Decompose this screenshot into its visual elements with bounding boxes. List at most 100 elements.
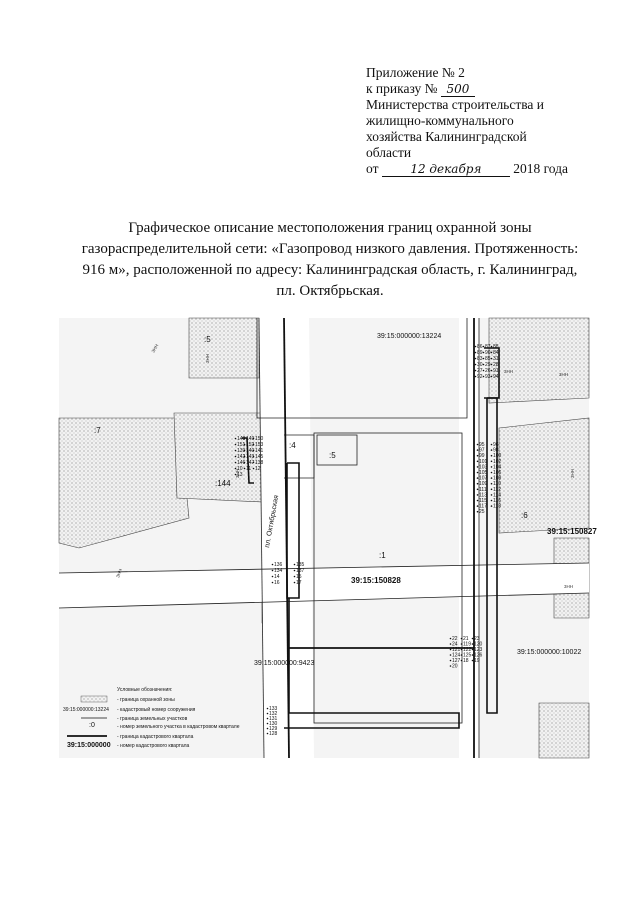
point-number: 147 xyxy=(246,460,255,466)
point-marker xyxy=(471,648,474,651)
point-number: 132 xyxy=(269,711,278,717)
point-marker xyxy=(476,505,479,507)
header-line-appendix: Приложение № 2 xyxy=(366,65,465,80)
zone-left-bottom xyxy=(284,598,460,729)
point-marker xyxy=(474,363,477,366)
point-marker xyxy=(266,712,269,715)
point-marker xyxy=(449,648,452,651)
parcel-boundaries xyxy=(58,317,590,759)
point-marker xyxy=(471,643,474,645)
point-marker xyxy=(293,581,296,584)
point-marker xyxy=(234,455,237,458)
point-number: 87 xyxy=(485,344,491,350)
building-label: 3НН xyxy=(564,584,573,589)
road-edge-top xyxy=(58,562,590,574)
point-marker xyxy=(490,477,493,479)
point-marker xyxy=(476,482,479,485)
point-number: 151 xyxy=(237,442,246,448)
building-label: 3НН xyxy=(559,372,568,377)
point-number: 96 xyxy=(493,442,499,448)
point-number: 100 xyxy=(493,453,502,459)
point-marker xyxy=(460,659,463,662)
point-number: 130 xyxy=(269,721,278,727)
point-number: 120 xyxy=(474,642,483,648)
point-number: 12 xyxy=(255,466,261,472)
label-10022: 39:15:000000:10022 xyxy=(517,649,581,656)
point-marker xyxy=(490,345,493,348)
point-marker xyxy=(490,460,493,463)
parcel-label-144: :144 xyxy=(215,479,231,488)
point-marker xyxy=(234,473,237,476)
point-number: 105 xyxy=(479,470,488,476)
point-marker xyxy=(234,467,237,470)
point-marker xyxy=(271,575,274,578)
point-marker xyxy=(460,637,463,640)
point-marker xyxy=(252,449,255,452)
parcel-label-5a: :5 xyxy=(204,335,211,344)
point-number: 28 xyxy=(493,362,499,368)
label-150828: 39:15:150828 xyxy=(351,576,401,585)
point-number: 23 xyxy=(474,636,480,642)
point-number: 83 xyxy=(477,356,483,362)
point-number: 110 xyxy=(493,481,501,487)
point-marker xyxy=(234,437,237,440)
zone-right-long xyxy=(486,397,498,714)
point-number: 121 xyxy=(452,647,461,653)
point-number: 146 xyxy=(237,460,246,466)
point-marker xyxy=(471,654,474,656)
point-marker xyxy=(490,357,493,360)
point-marker xyxy=(482,375,485,378)
point-marker xyxy=(234,449,237,452)
parcel-13224-boundary xyxy=(256,318,468,419)
point-marker xyxy=(490,351,493,354)
point-number: 18 xyxy=(463,658,469,664)
point-marker xyxy=(266,727,269,730)
point-number: 97 xyxy=(479,448,485,454)
point-marker xyxy=(449,659,452,662)
point-marker xyxy=(476,510,479,513)
point-marker xyxy=(243,467,246,470)
point-marker xyxy=(474,345,477,348)
point-number: 111 xyxy=(479,487,487,493)
header-line-order: к приказу № 500 xyxy=(366,81,616,97)
point-marker xyxy=(252,467,255,470)
point-marker xyxy=(476,488,479,491)
point-number: 89 xyxy=(477,350,483,356)
document-title: Графическое описание местоположения гран… xyxy=(60,218,600,302)
point-number: 129 xyxy=(269,726,278,732)
point-number: 20 xyxy=(452,664,458,670)
point-marker xyxy=(482,357,485,360)
date-handwritten: 12 декабря xyxy=(381,163,510,177)
point-number: 101 xyxy=(479,459,488,465)
point-number: 92 xyxy=(477,374,483,380)
legend-text-block-no: - номер кадастрового квартала xyxy=(117,743,190,749)
building-right-top xyxy=(488,317,590,404)
point-number: 131 xyxy=(269,716,278,722)
parcel-5-boundary xyxy=(316,434,358,466)
point-number: 21 xyxy=(463,636,469,642)
parcel-1-boundary xyxy=(313,432,463,724)
point-marker xyxy=(476,499,479,502)
header-block: Приложение № 2 к приказу № 500 Министерс… xyxy=(366,65,616,177)
parcel-label-7: :7 xyxy=(94,426,101,435)
point-marker xyxy=(271,581,274,584)
point-marker xyxy=(476,443,479,446)
title-line-2: газораспределительной сети: «Газопровод … xyxy=(81,241,579,257)
point-number: 116 xyxy=(493,498,501,504)
point-number: 11 xyxy=(246,466,251,472)
header-line-region: области xyxy=(366,145,412,160)
legend-text-parcel: - граница земельных участков xyxy=(117,716,188,722)
point-number: 84 xyxy=(493,350,499,356)
order-number-handwritten: 500 xyxy=(440,83,475,97)
parcel-label-1: :1 xyxy=(379,551,386,560)
point-marker xyxy=(474,369,477,372)
point-number: 139 xyxy=(237,448,246,454)
point-marker xyxy=(490,499,493,502)
point-number: 141 xyxy=(255,448,264,454)
point-marker xyxy=(271,563,274,566)
point-marker xyxy=(449,665,452,667)
point-number: 137 xyxy=(296,568,305,574)
